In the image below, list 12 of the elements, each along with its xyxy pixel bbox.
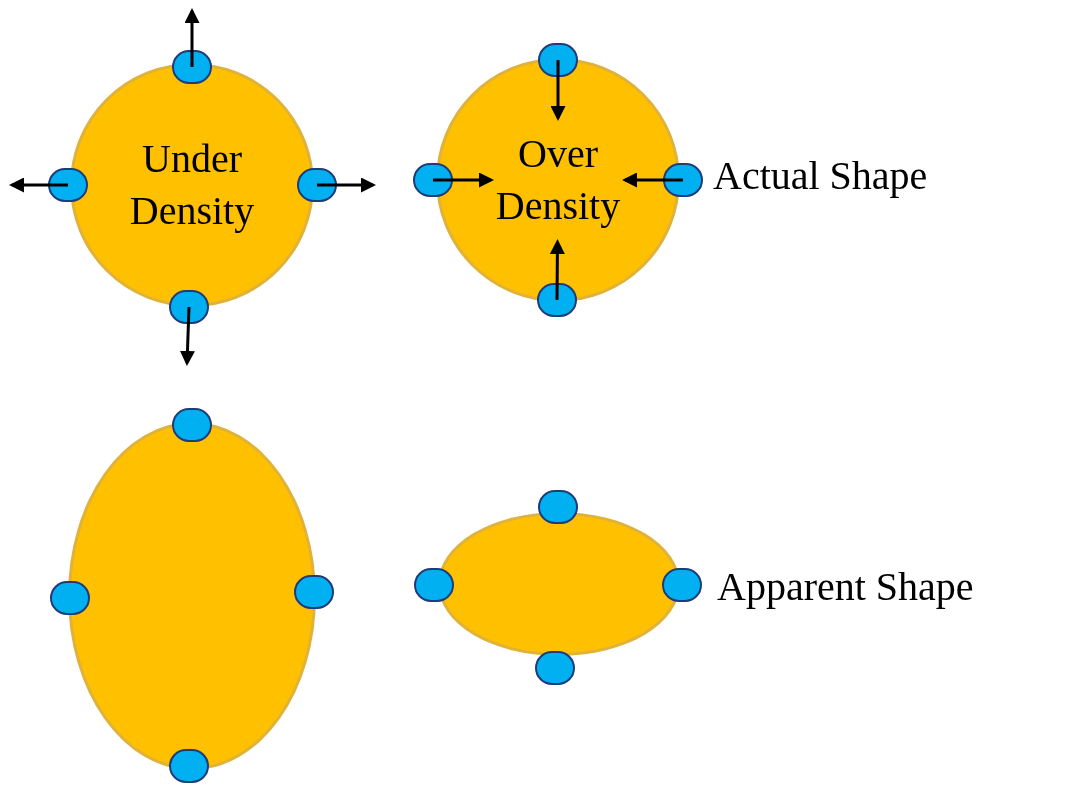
arrow — [184, 8, 200, 67]
shape-caption: Actual Shape — [713, 152, 928, 200]
arrow — [550, 60, 566, 121]
arrow — [622, 172, 683, 188]
region-label: Under Density — [128, 135, 256, 235]
arrow — [549, 239, 565, 300]
shape-caption: Apparent Shape — [717, 563, 974, 611]
arrow — [433, 172, 494, 188]
arrow — [179, 306, 195, 366]
arrow — [9, 177, 68, 193]
arrow — [317, 177, 376, 193]
region-label: Over Density — [494, 130, 622, 230]
